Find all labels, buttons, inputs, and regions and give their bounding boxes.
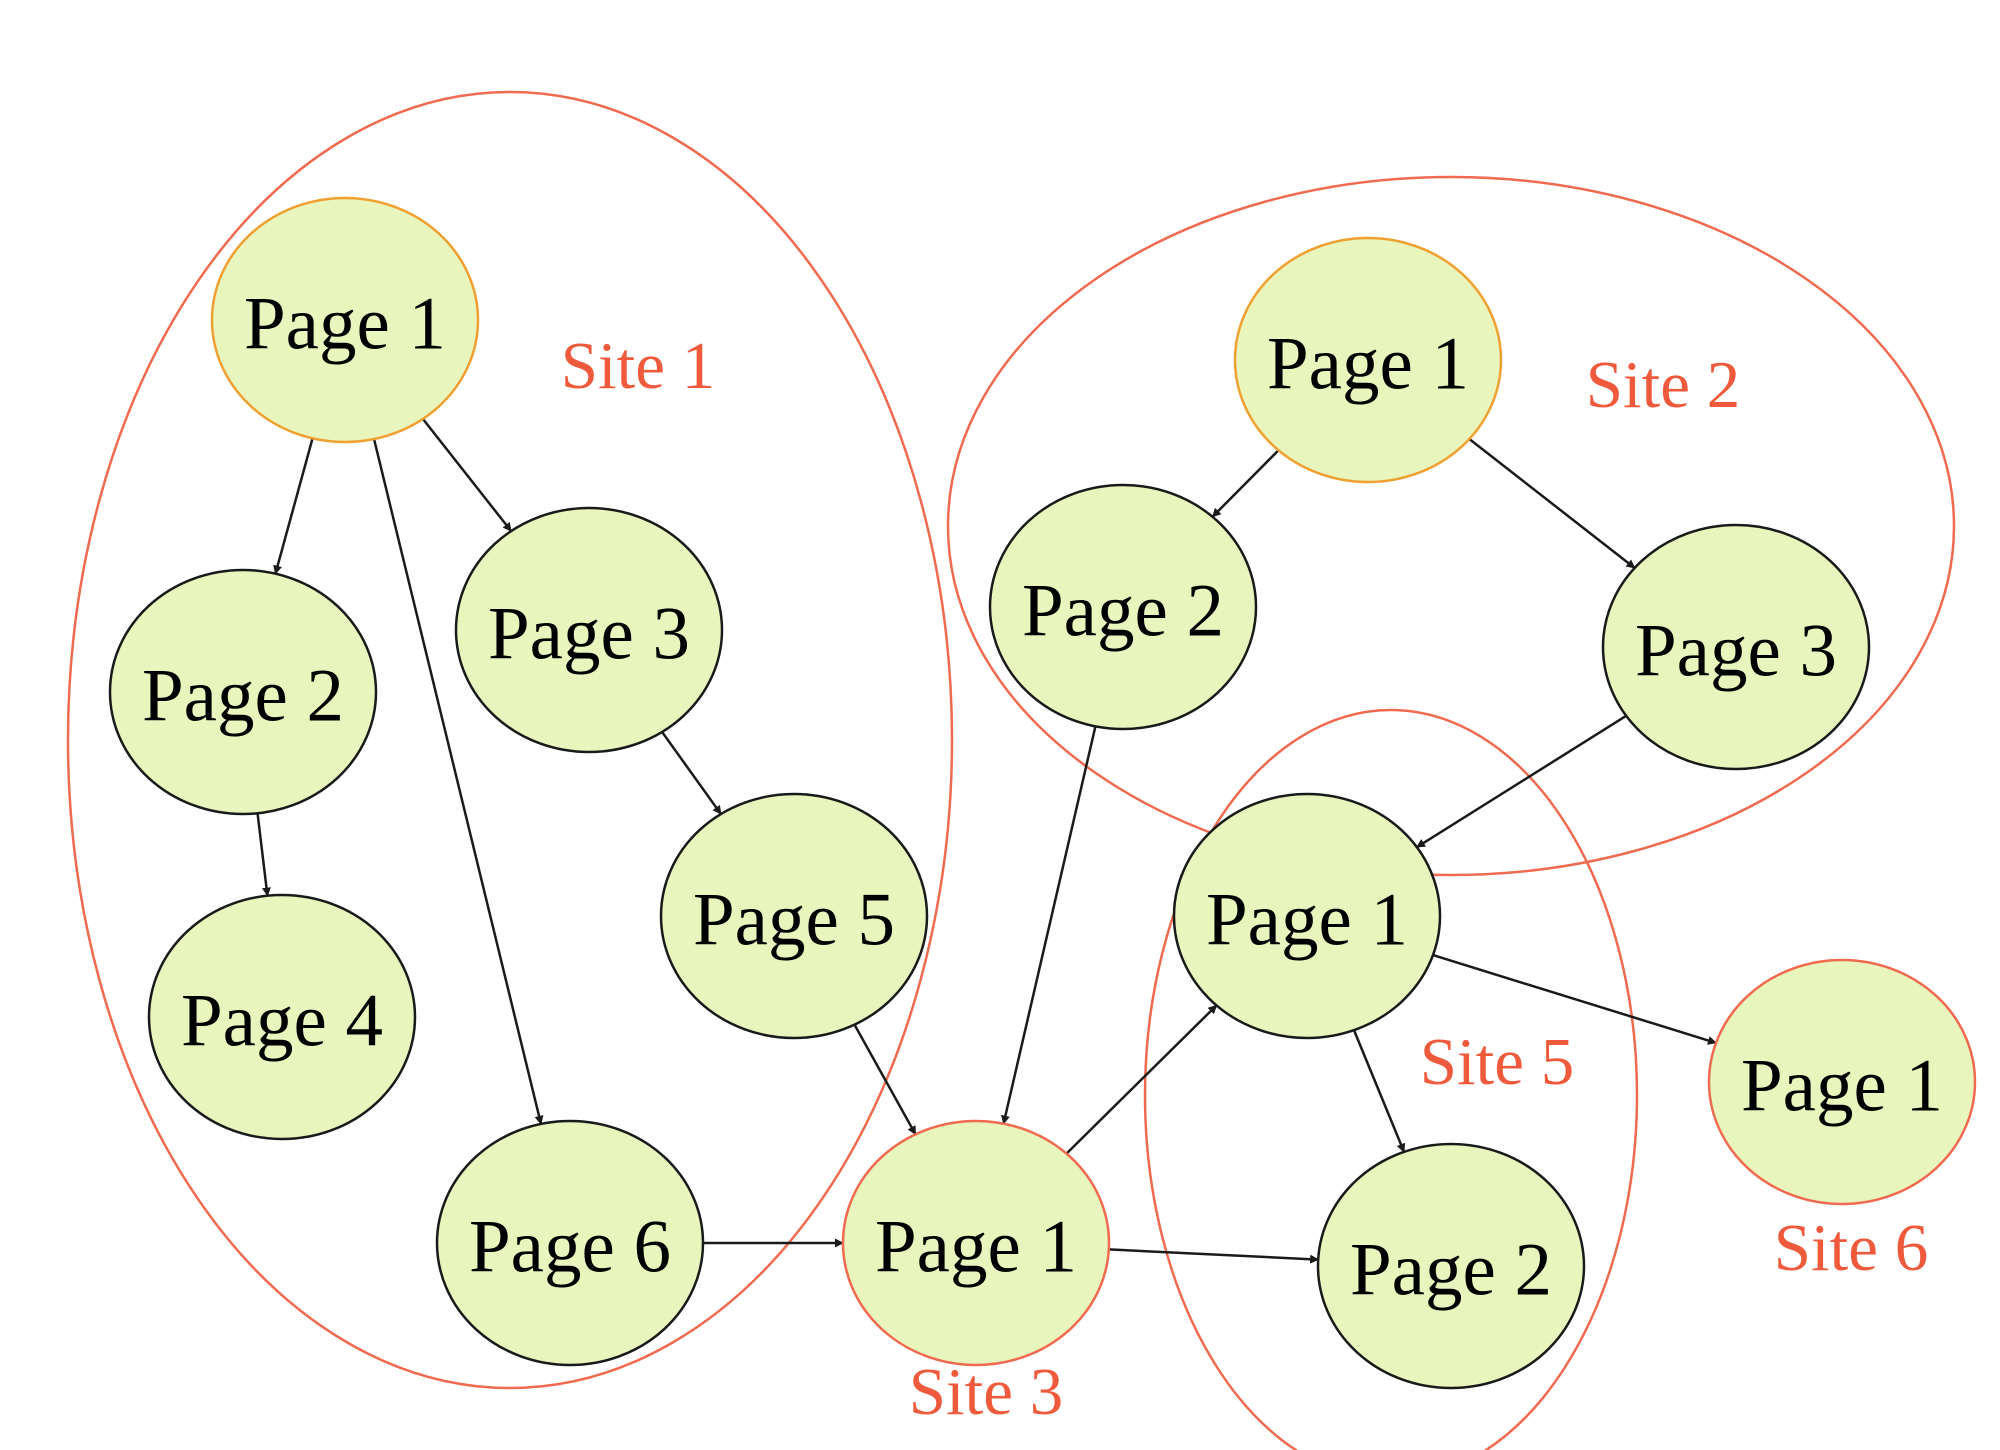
edge-s3p1-to-s5p1 <box>1065 1004 1218 1155</box>
site-boundaries <box>66 90 1956 1450</box>
edge-s2p1-to-s2p2 <box>1211 449 1280 518</box>
node-s1p2-shape <box>108 568 378 816</box>
site-labels: Site 1 Site 2 Site 3 Site 5 Site 6 <box>561 329 1928 1429</box>
node-s1p4[interactable]: Page 4 <box>147 893 417 1141</box>
node-s1p1[interactable]: Page 1 <box>210 196 480 444</box>
link-edges <box>256 418 1717 1264</box>
edge-s1p5-to-s3p1 <box>853 1024 917 1136</box>
node-s3p1-label: Page 1 <box>875 1206 1077 1289</box>
node-s2p1-shape <box>1233 236 1503 484</box>
site2-label: Site 2 <box>1586 348 1740 422</box>
node-s1p5[interactable]: Page 5 <box>659 792 929 1040</box>
edge-s1p1-to-s1p3 <box>421 418 513 532</box>
node-s5p1-label: Page 1 <box>1206 879 1408 962</box>
node-s5p1-shape <box>1172 792 1442 1040</box>
node-s2p1[interactable]: Page 1 <box>1233 236 1503 484</box>
edge-s5p1-to-s6p1 <box>1432 953 1717 1045</box>
node-s3p1[interactable]: Page 1 <box>841 1119 1111 1367</box>
node-s2p2-label: Page 2 <box>1022 570 1224 653</box>
node-s1p2-label: Page 2 <box>142 655 344 738</box>
node-s1p3-label: Page 3 <box>488 593 690 676</box>
edge-s1p2-to-s1p4 <box>256 813 271 897</box>
node-s2p3[interactable]: Page 3 <box>1601 523 1871 771</box>
node-s1p4-shape <box>147 893 417 1141</box>
node-s6p1[interactable]: Page 1 <box>1707 958 1977 1206</box>
page-nodes: Page 1 Page 2 Page 3 Page 4 Page 5 Page 6 Page… <box>108 196 1977 1390</box>
edge-s2p3-to-s5p1 <box>1416 714 1627 849</box>
node-s1p3-shape <box>454 506 724 754</box>
site5-label: Site 5 <box>1420 1025 1574 1099</box>
node-s5p2-label: Page 2 <box>1350 1229 1552 1312</box>
edge-s3p1-to-s5p2 <box>1108 1248 1320 1264</box>
site6-label: Site 6 <box>1774 1211 1928 1285</box>
edge-s5p1-to-s5p2 <box>1352 1029 1406 1153</box>
site1-boundary <box>66 90 954 1390</box>
node-s5p1[interactable]: Page 1 <box>1172 792 1442 1040</box>
node-s6p1-label: Page 1 <box>1741 1045 1943 1128</box>
site2-boundary <box>946 175 1956 877</box>
node-s2p2-shape <box>988 483 1258 731</box>
node-s5p2-shape <box>1316 1142 1586 1390</box>
node-s2p2[interactable]: Page 2 <box>988 483 1258 731</box>
node-s1p4-label: Page 4 <box>181 980 383 1063</box>
node-s1p6-shape <box>435 1119 705 1367</box>
node-s3p1-shape <box>841 1119 1111 1367</box>
edge-s2p2-to-s3p1 <box>1001 726 1097 1125</box>
edge-s2p1-to-s2p3 <box>1468 438 1636 569</box>
edge-s1p1-to-s1p6 <box>372 438 544 1125</box>
edge-s1p3-to-s1p5 <box>661 731 722 815</box>
node-s1p3[interactable]: Page 3 <box>454 506 724 754</box>
node-s5p2[interactable]: Page 2 <box>1316 1142 1586 1390</box>
node-s1p5-shape <box>659 792 929 1040</box>
site5-boundary <box>1143 708 1639 1450</box>
node-s1p6-label: Page 6 <box>469 1206 671 1289</box>
node-s2p3-label: Page 3 <box>1635 610 1837 693</box>
node-s1p1-shape <box>210 196 480 444</box>
edge-s1p1-to-s1p2 <box>273 437 314 575</box>
site3-label: Site 3 <box>909 1355 1063 1429</box>
node-s1p2[interactable]: Page 2 <box>108 568 378 816</box>
node-s6p1-shape <box>1707 958 1977 1206</box>
node-s1p6[interactable]: Page 6 <box>435 1119 705 1367</box>
site1-label: Site 1 <box>561 329 715 403</box>
node-s1p1-label: Page 1 <box>244 283 446 366</box>
node-s1p5-label: Page 5 <box>693 879 895 962</box>
node-s2p3-shape <box>1601 523 1871 771</box>
node-s2p1-label: Page 1 <box>1267 323 1469 406</box>
